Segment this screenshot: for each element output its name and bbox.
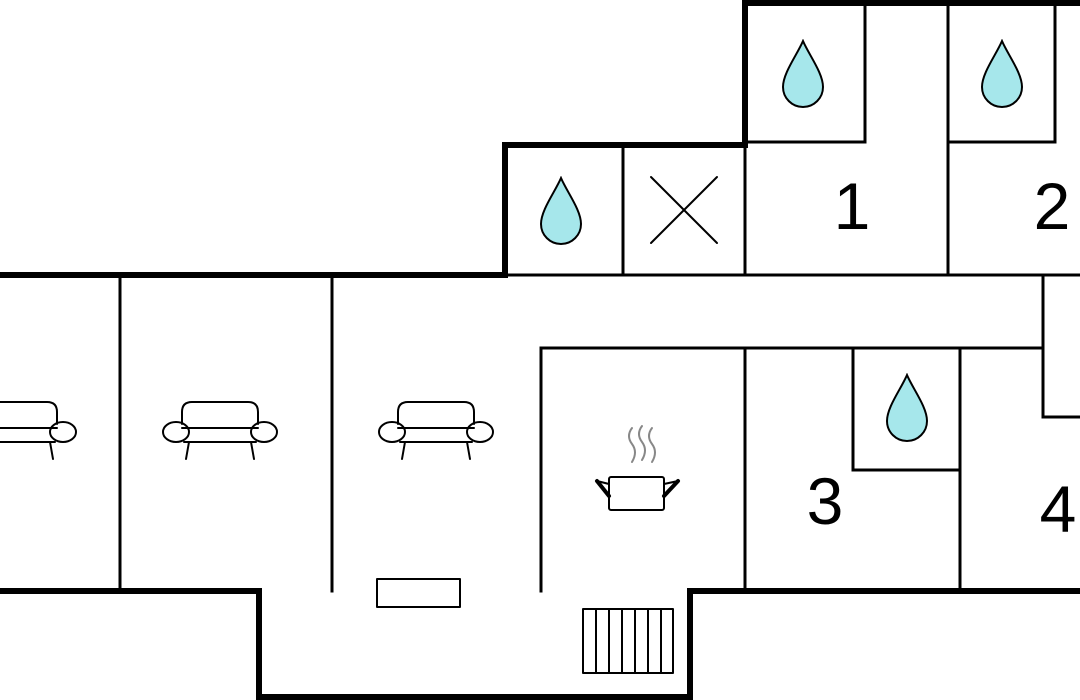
room-number-2: 2 <box>1034 169 1071 243</box>
interior-walls <box>118 3 1080 593</box>
cross-icon <box>650 176 718 244</box>
sofa-icon <box>0 401 77 460</box>
cooking-pot-icon <box>595 425 680 511</box>
room-numbers: 1 2 3 4 <box>807 169 1077 546</box>
sofa-icon <box>378 401 494 460</box>
room-number-4: 4 <box>1040 472 1077 546</box>
water-drop-icon <box>540 177 582 245</box>
stairs-icon <box>582 608 674 674</box>
door-mat-icon <box>376 578 461 608</box>
water-drop-icon <box>981 40 1023 108</box>
water-drop-icon <box>782 40 824 108</box>
room-number-1: 1 <box>834 169 871 243</box>
water-drop-icon <box>886 374 928 442</box>
room-number-3: 3 <box>807 464 844 538</box>
living-room-icons <box>0 401 494 460</box>
bathroom-icons <box>540 40 1023 442</box>
sofa-icon <box>162 401 278 460</box>
